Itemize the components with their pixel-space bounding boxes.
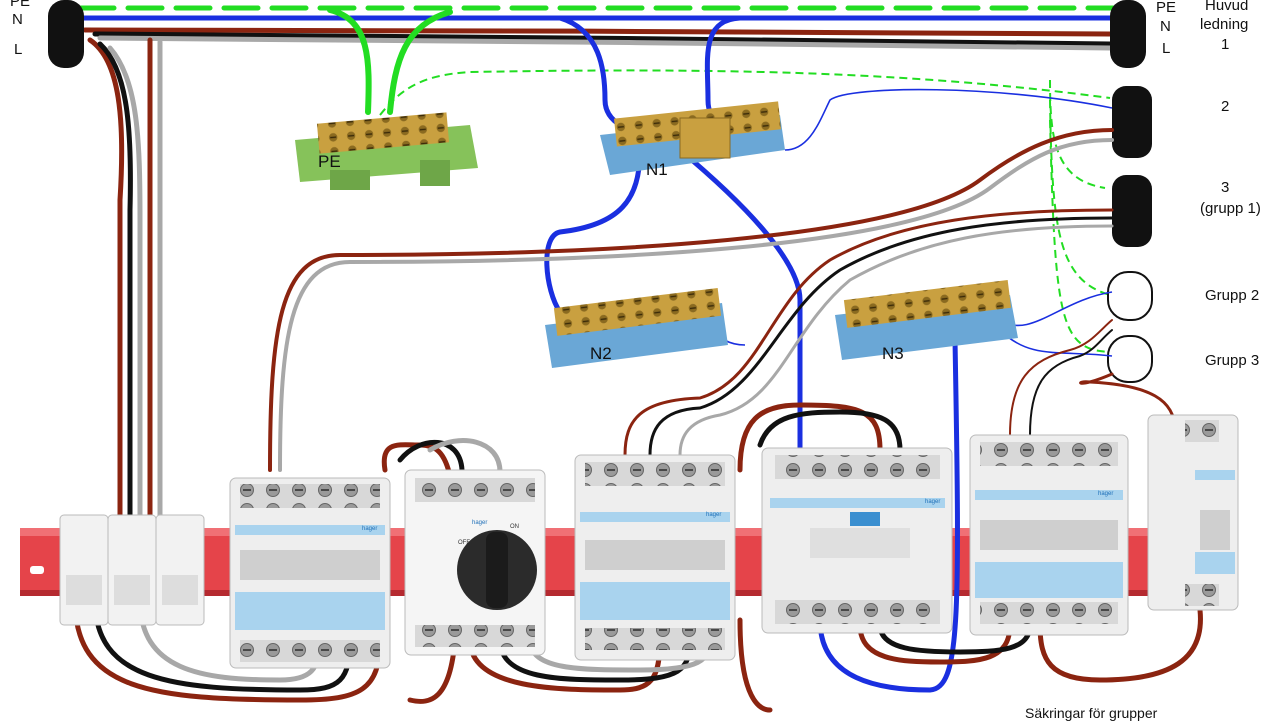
pe-busbar — [295, 112, 478, 190]
switch-on-label: ON — [510, 524, 519, 530]
cable1-subtitle: ledning — [1200, 16, 1249, 33]
cable1-number: 1 — [1221, 36, 1230, 53]
terminal-block — [59, 514, 205, 626]
cable-entry-left — [48, 0, 84, 68]
rcd — [761, 447, 953, 634]
cable2-number: 2 — [1221, 98, 1230, 115]
cable-entry-main — [1110, 0, 1146, 68]
n1-busbar — [600, 101, 785, 175]
breaker-3-brand: hager — [1098, 491, 1114, 497]
n2-busbar-label: N2 — [590, 344, 612, 363]
breaker-4 — [1147, 414, 1239, 611]
caption: Säkringar för grupper — [1025, 705, 1158, 721]
left-drops — [87, 37, 163, 523]
pe-drops — [327, 7, 453, 115]
cable-entry-3 — [1112, 175, 1152, 247]
cable1-title: Huvud — [1205, 0, 1249, 14]
n1-busbar-label: N1 — [646, 160, 668, 179]
pe-busbar-label: PE — [318, 152, 341, 171]
cable3-number: 3 — [1221, 179, 1230, 196]
left-n-label: N — [12, 11, 23, 28]
breaker-1 — [229, 477, 391, 669]
feeder-cables — [268, 128, 1177, 472]
right-pe-label: PE — [1156, 0, 1177, 16]
cable-entry-2 — [1112, 86, 1152, 158]
rotary-switch — [404, 469, 546, 656]
grupp2-label: Grupp 2 — [1205, 287, 1260, 304]
bottom-wiring — [72, 402, 1203, 713]
pe-conductors — [379, 69, 1111, 353]
cable-entry-grupp3 — [1107, 335, 1153, 383]
breaker-2-brand: hager — [706, 512, 722, 518]
breaker-1-brand: hager — [362, 526, 378, 532]
breaker-2 — [574, 454, 736, 661]
breaker-3 — [969, 434, 1129, 636]
left-l-label: L — [14, 41, 23, 58]
switch-brand: hager — [472, 520, 488, 526]
n2-busbar — [545, 287, 728, 368]
right-n-label: N — [1160, 18, 1171, 35]
cable3-group: (grupp 1) — [1200, 200, 1261, 217]
left-pe-label: PE — [10, 0, 31, 10]
main-conductors — [77, 5, 1118, 51]
n3-busbar — [835, 279, 1018, 360]
rcd-brand: hager — [925, 499, 941, 505]
grupp3-label: Grupp 3 — [1205, 352, 1260, 369]
right-l-label: L — [1162, 40, 1171, 57]
n3-busbar-label: N3 — [882, 344, 904, 363]
cable-entry-grupp2 — [1107, 271, 1153, 321]
switch-off-label: OFF — [458, 540, 470, 546]
